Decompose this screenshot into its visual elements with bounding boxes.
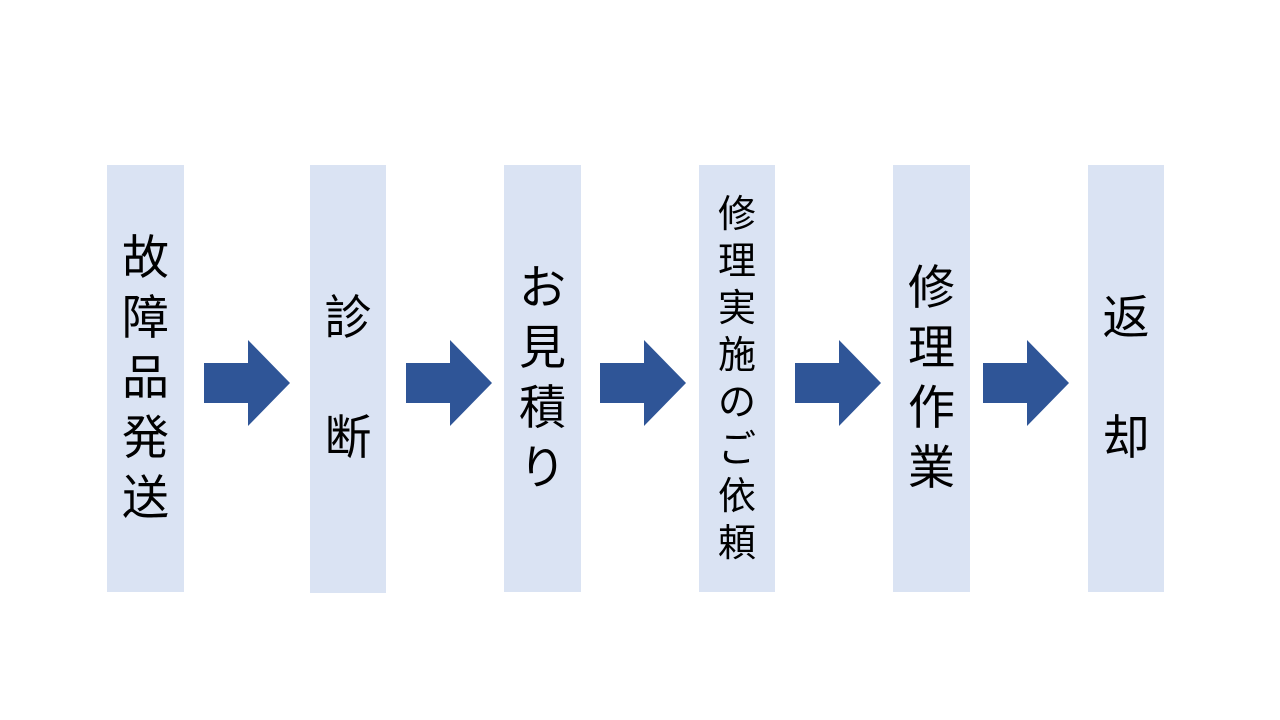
label-char: 頼 <box>717 520 756 565</box>
label-char: 依 <box>717 473 756 518</box>
label-char: の <box>717 379 756 424</box>
label-char: 却 <box>1102 410 1150 466</box>
label-char: 実 <box>717 285 756 330</box>
label-char: 修 <box>908 260 955 316</box>
right-arrow-icon <box>204 340 290 426</box>
step-repair-work: 修理作業 <box>893 165 970 592</box>
label-char: 診 <box>324 291 372 346</box>
step-label: 修理実施のご依頼 <box>712 191 762 567</box>
right-arrow-icon <box>600 340 686 426</box>
label-char: お <box>519 260 566 316</box>
right-arrow-icon <box>406 340 492 426</box>
right-arrow-icon <box>795 340 881 426</box>
step-estimate: お見積り <box>504 165 581 592</box>
label-char: 業 <box>908 440 955 496</box>
right-arrow-icon <box>983 340 1069 426</box>
step-return: 返却 <box>1088 165 1164 592</box>
label-char: 障 <box>122 290 169 346</box>
label-char: 理 <box>908 320 955 376</box>
step-label: 故障品発送 <box>116 229 176 529</box>
label-char: 施 <box>717 332 756 377</box>
label-char: 見 <box>519 320 566 376</box>
label-char: 返 <box>1102 290 1150 346</box>
step-label: 診断 <box>318 289 378 469</box>
label-char: 発 <box>122 410 169 466</box>
step-repair-request: 修理実施のご依頼 <box>699 165 775 592</box>
label-char: ご <box>717 426 756 471</box>
label-char: 理 <box>717 238 756 283</box>
step-label: 修理作業 <box>902 259 962 499</box>
label-char: 修 <box>717 191 756 236</box>
label-char: 品 <box>122 350 169 406</box>
label-char: 故 <box>122 230 169 286</box>
label-char: 作 <box>908 380 955 436</box>
label-char: り <box>519 440 566 496</box>
step-fault-shipment: 故障品発送 <box>107 165 184 592</box>
label-char: 送 <box>122 470 169 526</box>
step-diagnosis: 診断 <box>310 165 386 593</box>
label-char: 積 <box>519 380 566 436</box>
step-label: お見積り <box>513 259 573 499</box>
label-char: 断 <box>324 411 372 466</box>
step-label: 返却 <box>1096 289 1156 469</box>
